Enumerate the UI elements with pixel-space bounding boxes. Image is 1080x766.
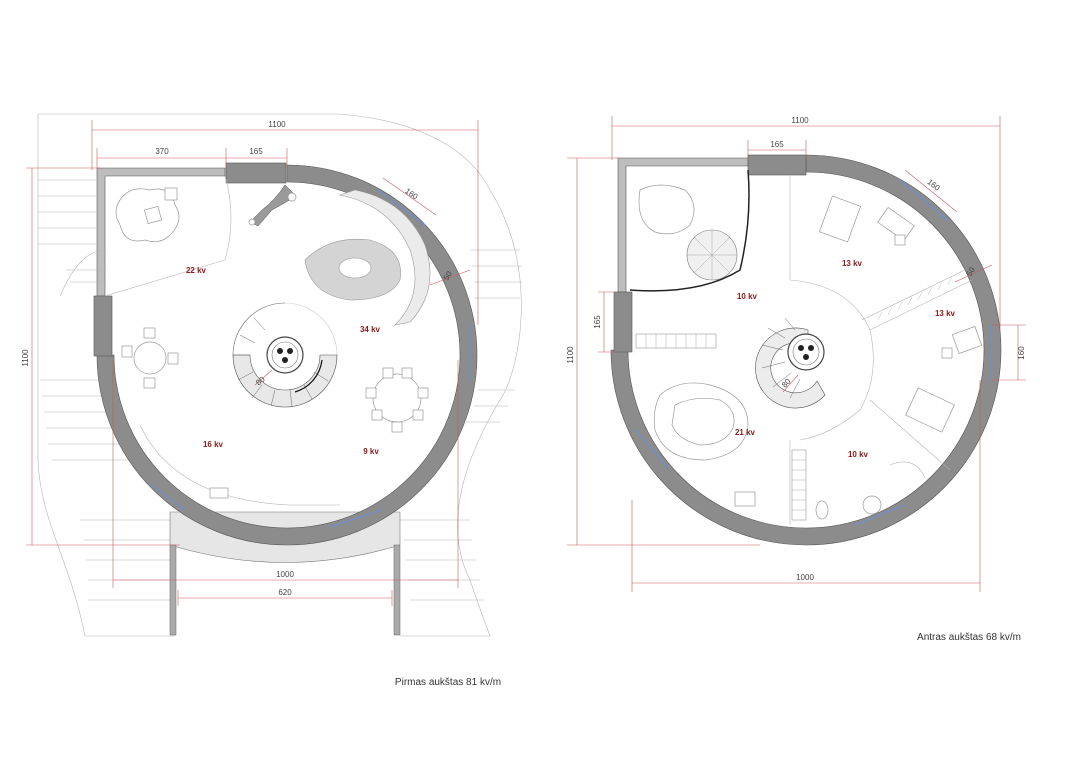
dim-window-ne: 160 bbox=[403, 186, 420, 201]
upper-floor-plan: 1100 165 160 50 1100 165 160 1000 80 13 … bbox=[566, 116, 1026, 643]
area-label-16: 16 kv bbox=[203, 440, 224, 449]
lounge-chair-2 bbox=[164, 187, 178, 201]
stool-2 bbox=[248, 218, 256, 226]
upper-lounge-shape bbox=[638, 184, 695, 235]
entry-steps bbox=[59, 249, 106, 297]
dim-bottom-total: 1000 bbox=[276, 570, 294, 579]
upper-basin bbox=[862, 495, 882, 515]
upper-bookshelf-west bbox=[635, 333, 717, 349]
upper-window-sw bbox=[635, 429, 669, 469]
upper-round-outer-wall bbox=[610, 154, 1002, 546]
coffee-table bbox=[338, 257, 372, 279]
stool bbox=[287, 192, 297, 202]
ground-floor-caption: Pirmas aukštas 81 kv/m bbox=[395, 677, 501, 688]
terrace-post-right bbox=[393, 544, 401, 636]
upper-dim-top-total: 1100 bbox=[791, 116, 809, 125]
spiral-staircase bbox=[232, 302, 338, 408]
lounge-chair bbox=[143, 205, 163, 225]
upper-area-label-13-north: 13 kv bbox=[842, 259, 863, 268]
upper-spiral-staircase bbox=[755, 317, 826, 409]
upper-window-se bbox=[854, 504, 906, 526]
kitchen-counter bbox=[139, 424, 340, 506]
upper-dim-left-height: 1100 bbox=[566, 346, 575, 364]
curved-sofa bbox=[338, 189, 431, 326]
upper-partition-curve bbox=[629, 169, 750, 292]
dim-top-left: 370 bbox=[155, 147, 169, 156]
upper-chair-n bbox=[894, 234, 906, 246]
upper-dim-window-ne: 160 bbox=[926, 177, 942, 193]
upper-bath-inner bbox=[671, 398, 735, 446]
upper-bed-east bbox=[905, 387, 955, 433]
upper-dim-stair: 80 bbox=[780, 377, 793, 390]
area-label-9: 9 kv bbox=[363, 447, 379, 456]
upper-floor-caption: Antras aukštas 68 kv/m bbox=[917, 632, 1021, 643]
upper-area-label-13-east: 13 kv bbox=[935, 309, 956, 318]
upper-desk-east bbox=[951, 326, 983, 354]
upper-dim-bottom-total: 1000 bbox=[796, 573, 814, 582]
upper-area-label-21: 21 kv bbox=[735, 428, 756, 437]
terrace-post-left bbox=[169, 544, 177, 636]
upper-wardrobe-south bbox=[791, 449, 807, 521]
dim-bottom-inner: 620 bbox=[278, 588, 292, 597]
dim-left-height: 1100 bbox=[21, 349, 30, 367]
entrance-wall-block bbox=[225, 162, 287, 184]
upper-desk bbox=[877, 206, 915, 242]
upper-north-wall-block bbox=[747, 154, 807, 176]
dining-table-east bbox=[365, 367, 429, 433]
upper-room-partitions bbox=[789, 175, 973, 525]
upper-small-staircase bbox=[686, 229, 738, 281]
window-s bbox=[329, 509, 383, 528]
upper-area-label-10-west: 10 kv bbox=[737, 292, 758, 301]
upper-shower-curve bbox=[889, 461, 926, 479]
right-terrace-steps bbox=[400, 249, 522, 601]
upper-area-label-10-south: 10 kv bbox=[848, 450, 869, 459]
area-label-22: 22 kv bbox=[186, 266, 207, 275]
reception-desk bbox=[249, 184, 297, 227]
window-ne bbox=[376, 189, 426, 226]
west-wall-block bbox=[93, 295, 113, 357]
kitchen-sink bbox=[209, 487, 229, 499]
door-swing bbox=[104, 175, 232, 297]
upper-wardrobe-hatch bbox=[877, 276, 953, 321]
upper-sink-sw bbox=[734, 491, 756, 507]
area-label-34: 34 kv bbox=[360, 325, 381, 334]
dining-table-west bbox=[121, 327, 179, 389]
window-sw bbox=[149, 483, 186, 511]
upper-dim-right-window: 160 bbox=[1017, 346, 1026, 360]
upper-window-ne bbox=[899, 179, 948, 221]
dim-top-door: 165 bbox=[249, 147, 263, 156]
upper-dim-left-inner: 165 bbox=[593, 315, 602, 329]
upper-west-wall-block bbox=[613, 291, 633, 353]
ground-floor-plan: 1100 370 165 160 50 1100 1000 620 80 22 … bbox=[21, 113, 522, 688]
upper-dim-top-door: 165 bbox=[770, 140, 784, 149]
upper-chair-e bbox=[941, 347, 953, 359]
upper-toilet bbox=[815, 500, 829, 520]
dim-top-total: 1100 bbox=[268, 120, 286, 129]
upper-bed-north bbox=[818, 195, 862, 243]
